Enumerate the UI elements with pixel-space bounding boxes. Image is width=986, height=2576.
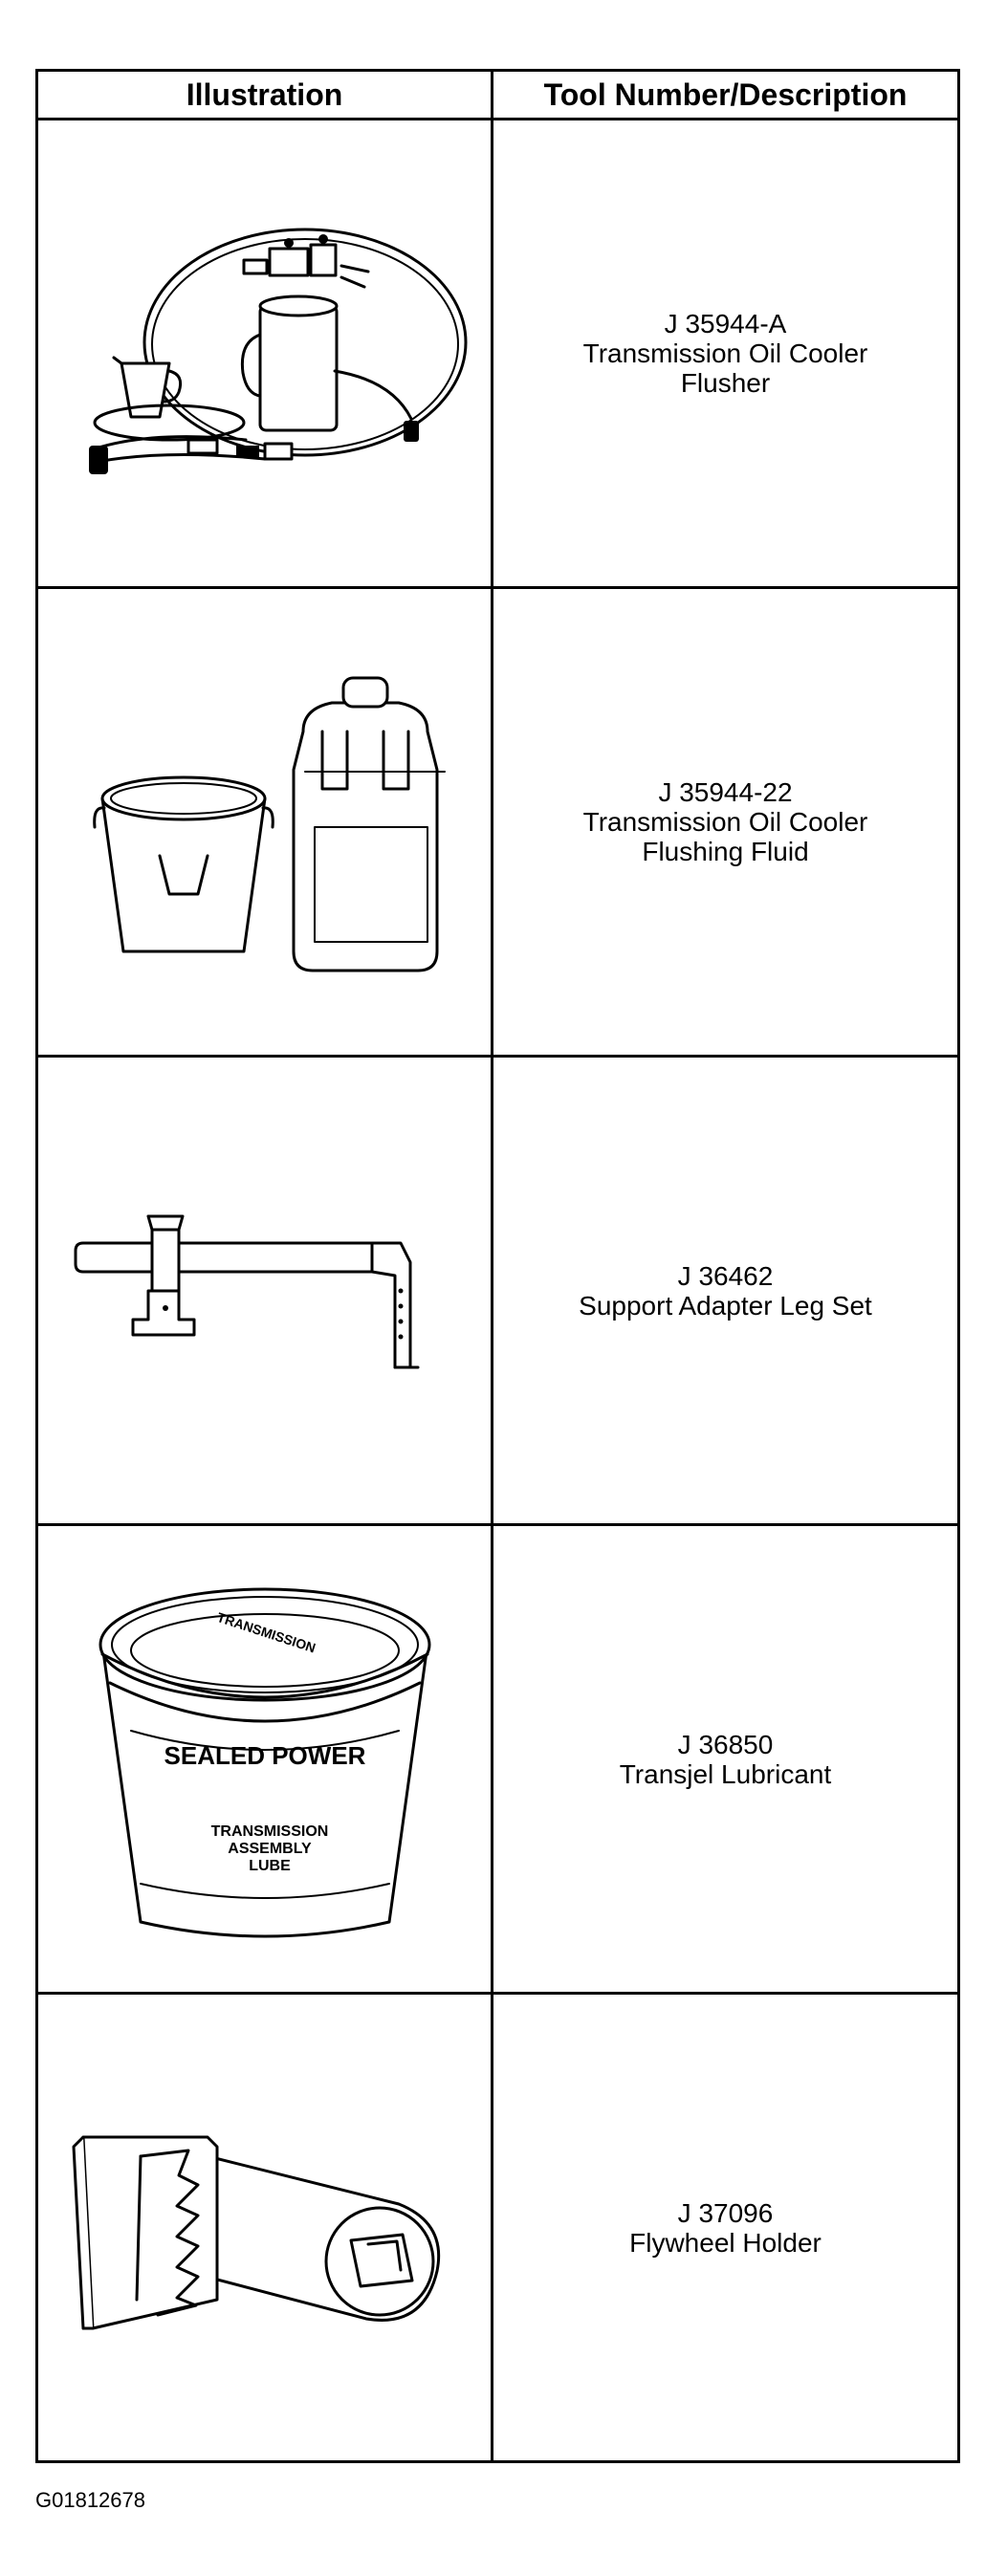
description-cell: J 36850 Transjel Lubricant — [491, 1523, 960, 1995]
container-label-line: LUBE — [249, 1858, 291, 1874]
tool-description-line: Transjel Lubricant — [619, 1758, 832, 1789]
illustration-cell — [35, 1992, 493, 2463]
tool-description-line: Flusher — [680, 368, 771, 398]
description-cell: J 37096 Flywheel Holder — [491, 1992, 960, 2463]
tool-number: J 35944-A — [664, 309, 787, 338]
tool-number: J 36462 — [677, 1260, 774, 1291]
tool-description-line: Flywheel Holder — [629, 2227, 822, 2258]
header-tool-description: Tool Number/Description — [491, 69, 960, 120]
table-row: J 37096 Flywheel Holder — [35, 1992, 960, 2463]
flushing-fluid-icon — [92, 676, 446, 971]
illustration-cell: TRANSMISSION SEALED POWER TRANSMISSION A… — [35, 1523, 493, 1995]
table-row: TRANSMISSION SEALED POWER TRANSMISSION A… — [35, 1523, 960, 1995]
tool-number: J 37096 — [677, 2197, 774, 2228]
illustration-cell — [35, 586, 493, 1058]
table-header-row: Illustration Tool Number/Description — [35, 69, 960, 120]
description-cell: J 35944-22 Transmission Oil Cooler Flush… — [491, 586, 960, 1058]
tool-description-line: Flushing Fluid — [642, 837, 809, 866]
table-row: J 36462 Support Adapter Leg Set — [35, 1055, 960, 1526]
tool-description-line: Transmission Oil Cooler — [582, 338, 868, 368]
illustration-cell — [35, 118, 493, 589]
brand-label: SEALED POWER — [164, 1741, 365, 1770]
table-row: J 35944-A Transmission Oil Cooler Flushe… — [35, 118, 960, 589]
tool-description-line: Transmission Oil Cooler — [582, 807, 868, 837]
tool-description-line: Support Adapter Leg Set — [579, 1290, 872, 1321]
description-cell: J 36462 Support Adapter Leg Set — [491, 1055, 960, 1526]
special-tools-table: Illustration Tool Number/Description — [35, 69, 960, 2463]
container-label-line: ASSEMBLY — [228, 1841, 312, 1857]
table-row: J 35944-22 Transmission Oil Cooler Flush… — [35, 586, 960, 1058]
container-label-line: TRANSMISSION — [210, 1823, 328, 1840]
oil-cooler-flusher-icon — [88, 228, 467, 474]
tool-number: J 36850 — [677, 1729, 774, 1759]
tool-number: J 35944-22 — [658, 777, 793, 807]
transjel-lubricant-icon: TRANSMISSION SEALED POWER TRANSMISSION A… — [99, 1587, 430, 1937]
figure-code: G01812678 — [35, 2488, 145, 2512]
flywheel-holder-icon — [72, 2135, 440, 2329]
illustration-cell — [35, 1055, 493, 1526]
header-illustration: Illustration — [35, 69, 493, 120]
description-cell: J 35944-A Transmission Oil Cooler Flushe… — [491, 118, 960, 589]
support-adapter-leg-icon — [74, 1214, 419, 1368]
